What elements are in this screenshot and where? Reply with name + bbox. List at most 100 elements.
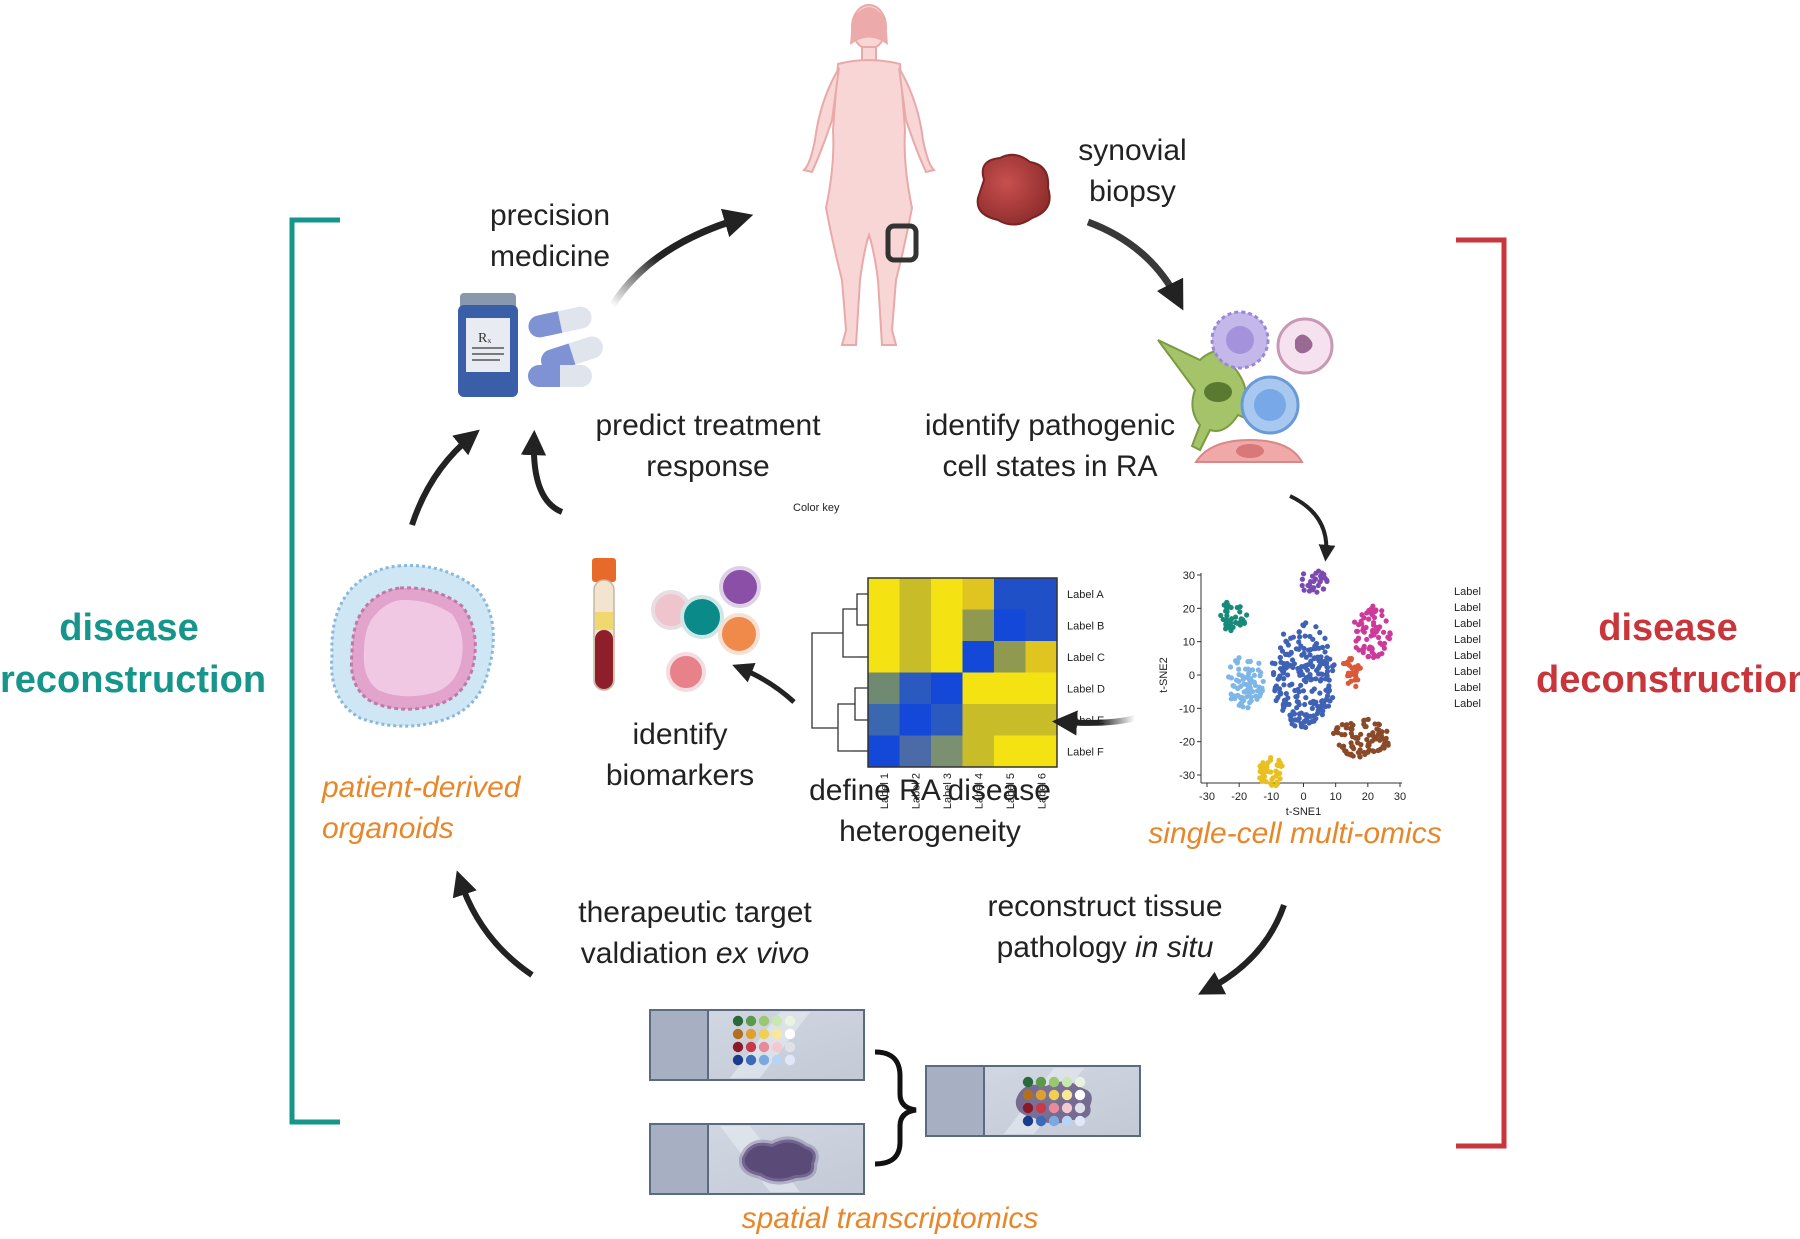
tsne-point	[1244, 694, 1250, 700]
tsne-point	[1240, 704, 1246, 710]
tsne-point	[1245, 689, 1251, 695]
tsne-point	[1289, 657, 1296, 663]
spatial-spot	[732, 1054, 744, 1066]
tsne-point	[1246, 674, 1252, 680]
tsne-point	[1365, 749, 1371, 755]
tsne-point	[1361, 629, 1367, 635]
tsne-point	[1309, 705, 1315, 711]
tsne-x-tick: 10	[1330, 791, 1342, 803]
tsne-point	[1286, 701, 1292, 707]
spatial-spot	[758, 1041, 770, 1053]
heatmap-cell	[899, 704, 932, 736]
tsne-point	[1375, 634, 1382, 641]
tsne-point	[1353, 683, 1359, 689]
tsne-point	[1377, 746, 1384, 752]
tsne-point	[1353, 644, 1359, 651]
deconstruction-bracket	[1456, 237, 1507, 1149]
curly-brace	[874, 1049, 917, 1167]
tsne-x-tick: 0	[1300, 791, 1306, 803]
arrow-organoid-to-drug	[409, 429, 480, 526]
tsne-point	[1350, 746, 1357, 752]
tsne-point	[1287, 712, 1293, 718]
heatmap-dendrogram	[811, 593, 868, 752]
tsne-point	[1299, 582, 1305, 589]
tsne-legend-label: Label	[1454, 618, 1481, 630]
tsne-point	[1235, 659, 1241, 665]
spatial-spot	[732, 1028, 744, 1040]
arrow-cells-to-tsne	[1289, 494, 1336, 562]
tsne-point	[1309, 573, 1316, 579]
spatial-spot	[732, 1041, 744, 1053]
spatial-spot	[1035, 1115, 1047, 1127]
spatial-spot	[732, 1015, 744, 1027]
tsne-point	[1343, 725, 1349, 731]
heatmap-cell	[962, 704, 995, 736]
tsne-point	[1265, 760, 1271, 766]
tsne-point	[1254, 688, 1261, 694]
tsne-point	[1259, 688, 1265, 694]
tsne-point	[1354, 740, 1361, 746]
single-cell-label: single-cell multi-omics	[1148, 817, 1442, 850]
tsne-point	[1293, 646, 1299, 652]
tsne-point	[1377, 737, 1383, 743]
tsne-point	[1284, 672, 1291, 678]
tsne-point	[1303, 695, 1309, 701]
spatial-spot	[1022, 1115, 1034, 1127]
tsne-point	[1350, 753, 1356, 759]
spatial-spot	[784, 1015, 796, 1027]
heatmap-cell	[899, 578, 932, 610]
tsne-point	[1284, 663, 1291, 669]
tsne-point	[1302, 633, 1308, 639]
spatial-spot	[1074, 1102, 1086, 1114]
tsne-point	[1366, 653, 1372, 660]
tsne-point	[1309, 664, 1315, 670]
tsne-point	[1361, 717, 1367, 724]
tsne-point	[1335, 725, 1341, 731]
tsne-point	[1322, 649, 1328, 655]
spatial-spot	[1048, 1089, 1060, 1101]
tsne-point	[1282, 702, 1288, 708]
tsne-point	[1355, 622, 1362, 628]
heatmap-col-label: Label 5	[1005, 773, 1017, 809]
tsne-point	[1382, 738, 1388, 744]
tsne-legend-label: Label	[1454, 586, 1481, 598]
heatmap-cell	[868, 609, 900, 642]
heatmap-col-label: Label 2	[910, 773, 922, 809]
tsne-point	[1304, 667, 1311, 673]
organoid-icon	[330, 564, 495, 728]
spatial-spot	[745, 1054, 757, 1066]
tsne-point	[1353, 638, 1359, 644]
tsne-point	[1318, 659, 1324, 665]
spatial-spot	[758, 1054, 770, 1066]
heatmap-cell	[931, 578, 963, 610]
tsne-point	[1239, 699, 1245, 705]
tsne-point	[1296, 715, 1302, 722]
tsne-point	[1262, 768, 1269, 775]
tsne-point	[1299, 576, 1306, 582]
tsne-point	[1307, 584, 1314, 590]
tsne-point	[1277, 665, 1284, 672]
tsne-point	[1298, 682, 1304, 688]
tsne-point	[1236, 666, 1242, 672]
tsne-point	[1313, 676, 1319, 682]
tsne-point	[1371, 652, 1377, 658]
tsne-x-tick: -10	[1263, 791, 1279, 803]
tsne-point	[1379, 612, 1385, 619]
tsne-legend-label: Label	[1454, 650, 1481, 662]
heatmap-cell	[868, 735, 900, 768]
tsne-point	[1300, 688, 1307, 694]
heatmap-cell	[1025, 578, 1058, 610]
tsne-point	[1249, 667, 1256, 673]
tsne-legend-label: Label	[1454, 666, 1481, 678]
heatmap-cell	[994, 735, 1026, 768]
tsne-x-tick: -30	[1199, 791, 1215, 803]
biomarker-beads-icon	[651, 566, 761, 692]
rx-symbol: Rₓ	[478, 331, 492, 346]
heatmap-cell	[1025, 641, 1058, 673]
tsne-point	[1236, 655, 1242, 661]
tsne-point	[1294, 693, 1300, 699]
tsne-point	[1302, 701, 1308, 708]
tsne-point	[1317, 629, 1323, 636]
tsne-point	[1242, 666, 1249, 672]
